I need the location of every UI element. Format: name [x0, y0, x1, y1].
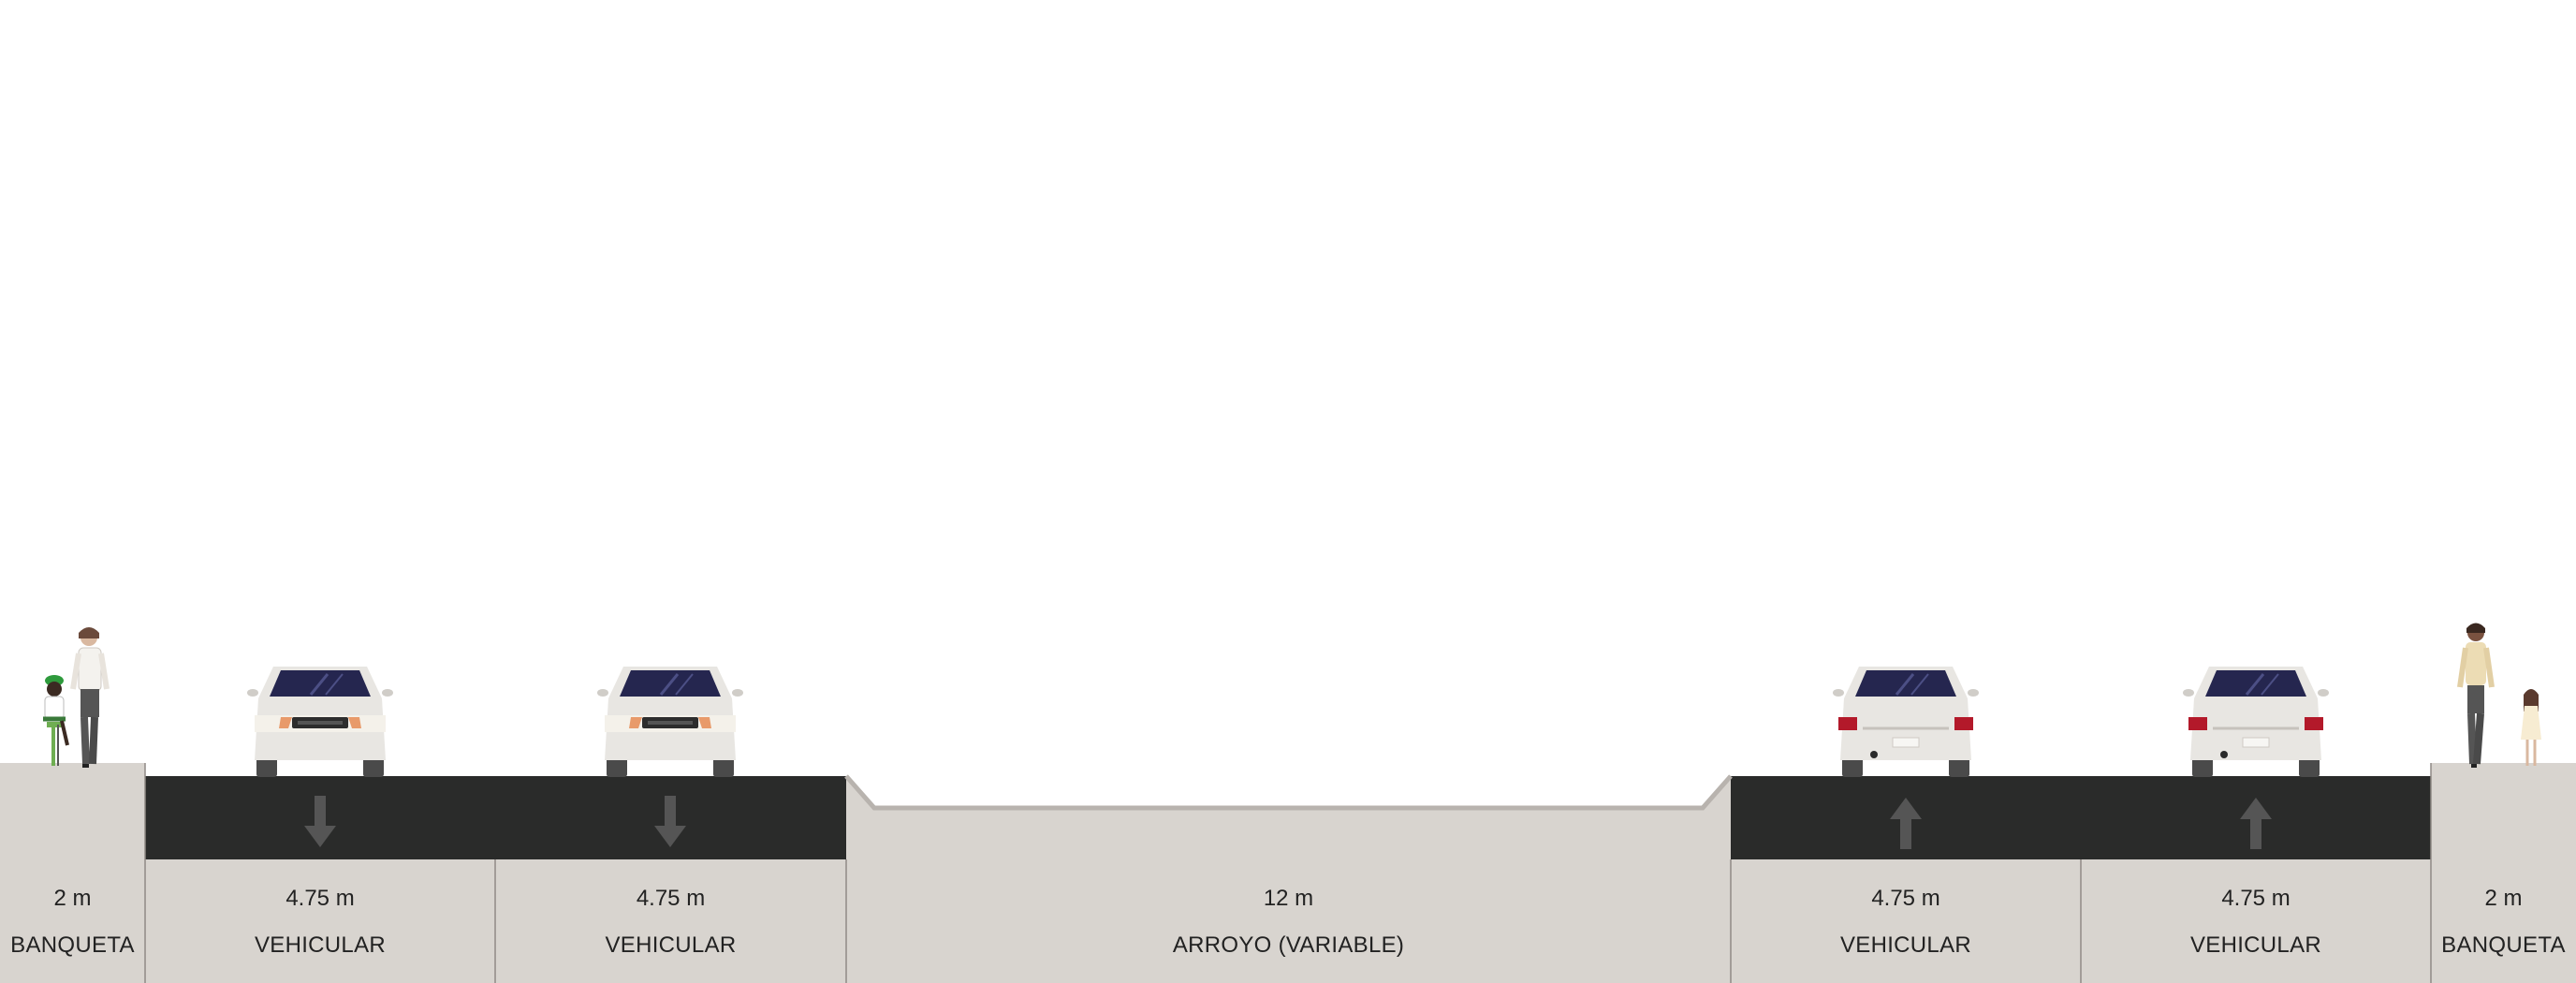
asphalt-left — [145, 776, 846, 859]
segment-width: 4.75 m — [1871, 886, 1940, 911]
segment-label-lane-1: 4.75 m VEHICULAR — [145, 859, 495, 983]
segment-width: 4.75 m — [636, 886, 706, 911]
sidewalk-left — [0, 763, 145, 983]
median-ground — [846, 776, 1731, 983]
child-pedestrian-icon — [2521, 689, 2541, 766]
segment-width: 4.75 m — [285, 886, 355, 911]
down-arrow-icon — [654, 796, 686, 847]
segment-name: VEHICULAR — [605, 932, 737, 958]
segment-name: BANQUETA — [10, 932, 135, 958]
segment-name: ARROYO (VARIABLE) — [1172, 932, 1405, 958]
up-arrow-icon — [1890, 798, 1922, 849]
asphalt-right — [1731, 776, 2431, 859]
segment-label-sidewalk-left: 2 m BANQUETA — [0, 859, 145, 983]
car-front-icon — [247, 667, 393, 777]
segment-width: 2 m — [53, 886, 92, 911]
segment-name: VEHICULAR — [254, 932, 387, 958]
segment-width: 4.75 m — [2221, 886, 2291, 911]
segment-label-sidewalk-right: 2 m BANQUETA — [2431, 859, 2576, 983]
car-rear-icon — [1833, 667, 1979, 777]
segment-label-lane-4: 4.75 m VEHICULAR — [2081, 859, 2431, 983]
car-rear-icon — [2183, 667, 2329, 777]
segment-name: VEHICULAR — [1839, 932, 1972, 958]
segment-name: BANQUETA — [2441, 932, 2566, 958]
segment-label-lane-3: 4.75 m VEHICULAR — [1731, 859, 2081, 983]
car-front-icon — [597, 667, 743, 777]
pedestrian-icon — [2457, 623, 2495, 768]
segment-width: 12 m — [1263, 886, 1314, 911]
pedestrian-icon — [70, 627, 110, 768]
segment-name: VEHICULAR — [2189, 932, 2322, 958]
segment-width: 2 m — [2484, 886, 2523, 911]
segment-dividers — [144, 763, 2432, 983]
up-arrow-icon — [2240, 798, 2272, 849]
cyclist-icon — [43, 675, 69, 766]
segment-label-lane-2: 4.75 m VEHICULAR — [495, 859, 846, 983]
sidewalk-right — [2431, 763, 2576, 983]
down-arrow-icon — [304, 796, 336, 847]
median-curb-line — [844, 774, 1733, 811]
segment-label-median: 12 m ARROYO (VARIABLE) — [846, 859, 1731, 983]
